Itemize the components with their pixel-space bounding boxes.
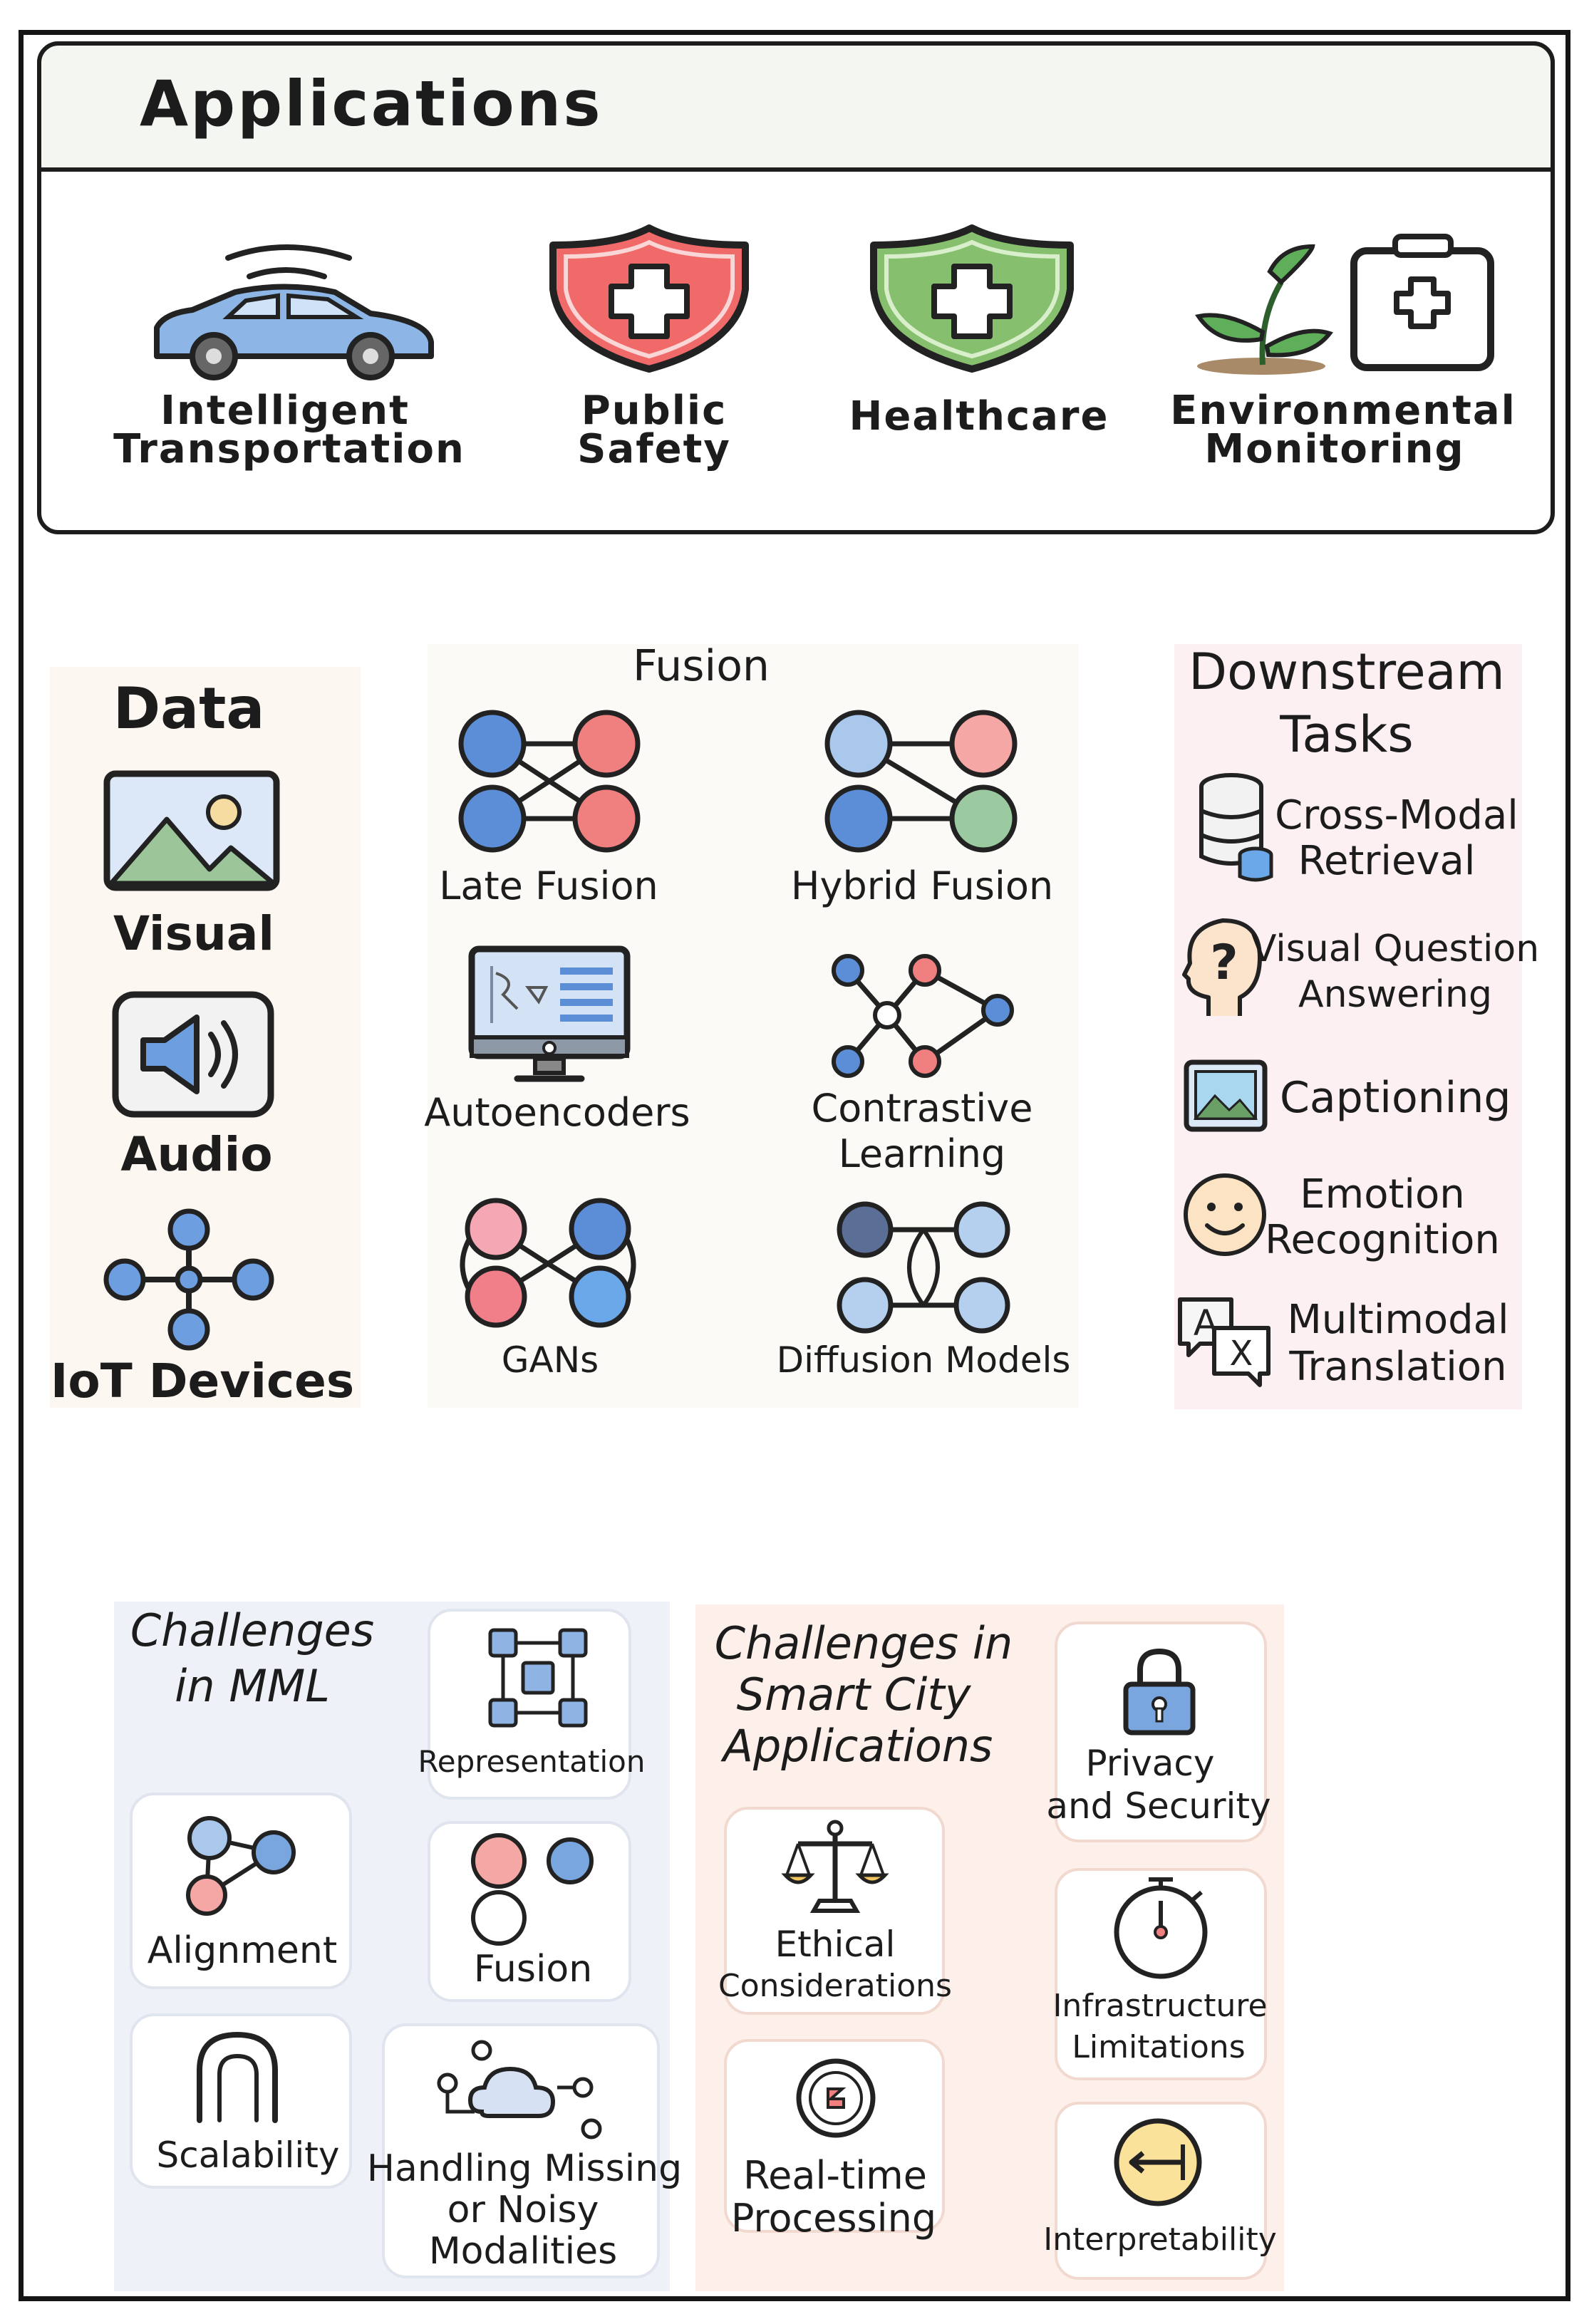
city-label-privacy-line2: and Security — [1046, 1785, 1271, 1827]
alignment-icon — [186, 1816, 296, 1916]
green-shield-cross-icon — [870, 224, 1074, 373]
city-label-ethical-line2: Considerations — [718, 1968, 952, 2004]
fusion-label-late-fusion: Late Fusion — [439, 863, 658, 908]
data-label-iot-devices: IoT Devices — [50, 1354, 355, 1409]
car-icon — [154, 244, 434, 380]
app-label-environmental-line1: Environmental — [1170, 388, 1516, 434]
clock-processing-icon — [796, 2058, 876, 2138]
padlock-icon — [1123, 1648, 1196, 1736]
task-label-vqa-line1: Visual Question — [1251, 928, 1540, 970]
task-label-emotion-line1: Emotion — [1300, 1171, 1465, 1218]
mml-title-line1: Challenges — [130, 1604, 375, 1656]
picture-icon — [1184, 1059, 1268, 1132]
fusion-title: Fusion — [633, 641, 770, 691]
city-label-ethical-line1: Ethical — [775, 1924, 896, 1965]
mml-label-alignment: Alignment — [147, 1929, 338, 1972]
dial-arrow-icon — [1114, 2118, 1202, 2206]
app-label-public-safety-line1: Public — [581, 388, 728, 434]
red-shield-cross-icon — [549, 224, 749, 373]
fusion-label-autoencoders: Autoencoders — [424, 1090, 690, 1135]
city-label-privacy-line1: Privacy — [1085, 1743, 1215, 1784]
city-label-infrastructure-line1: Infrastructure — [1052, 1988, 1268, 2024]
image-icon — [103, 770, 280, 891]
task-label-cross-modal-line1: Cross-Modal — [1275, 792, 1518, 839]
city-label-realtime-line1: Real-time — [743, 2153, 927, 2198]
mml-card-fusion — [428, 1821, 631, 2002]
fusion-label-gans: GANs — [501, 1339, 599, 1381]
city-title-line1: Challenges in — [714, 1617, 1013, 1669]
representation-icon — [488, 1628, 588, 1728]
contrastive-learning-icon — [832, 954, 1014, 1078]
mml-card-representation — [428, 1609, 631, 1800]
task-label-translation-line1: Multimodal — [1287, 1297, 1509, 1343]
gans-icon — [460, 1198, 636, 1328]
data-label-audio: Audio — [120, 1127, 273, 1182]
mml-card-alignment — [130, 1793, 352, 1989]
plant-and-medical-kit-icon — [1195, 234, 1494, 375]
svg-text:?: ? — [1210, 935, 1238, 991]
timer-icon — [1114, 1877, 1208, 1979]
applications-header — [37, 41, 1555, 172]
city-label-infrastructure-line2: Limitations — [1072, 2029, 1246, 2065]
mml-card-scalability — [130, 2013, 352, 2189]
fusion-label-hybrid-fusion: Hybrid Fusion — [790, 863, 1054, 908]
hybrid-fusion-icon — [824, 710, 1018, 853]
city-title-line2: Smart City — [736, 1669, 971, 1721]
downstream-title-line2: Tasks — [1280, 705, 1414, 764]
late-fusion-icon — [458, 710, 641, 853]
mml-label-fusion: Fusion — [473, 1948, 593, 1991]
fusion-circles-icon — [471, 1833, 594, 1946]
fusion-label-diffusion-models: Diffusion Models — [776, 1339, 1071, 1381]
outer-frame — [19, 30, 1570, 2301]
mml-label-missing-line1: Handling Missing — [366, 2147, 683, 2190]
app-label-healthcare: Healthcare — [849, 393, 1109, 440]
downstream-panel — [1174, 644, 1522, 1409]
city-label-interpretability: Interpretability — [1043, 2221, 1277, 2258]
task-label-emotion-line2: Recognition — [1265, 1217, 1500, 1263]
task-label-captioning: Captioning — [1280, 1073, 1511, 1123]
scalability-icon — [197, 2031, 278, 2123]
autoencoders-monitor-icon — [468, 945, 631, 1082]
speaker-icon — [112, 991, 274, 1118]
fusion-label-contrastive-line1: Contrastive — [811, 1086, 1033, 1131]
diffusion-models-icon — [837, 1201, 1010, 1334]
translate-icon: A X — [1178, 1297, 1270, 1387]
balance-scale-icon — [781, 1820, 889, 1913]
svg-text:X: X — [1230, 1334, 1253, 1374]
question-head-icon: ? — [1182, 918, 1262, 1016]
mml-label-missing-line2: or Noisy — [447, 2189, 599, 2231]
app-label-transportation-line2: Transportation — [113, 426, 465, 472]
downstream-title-line1: Downstream — [1189, 643, 1505, 701]
app-label-environmental-line2: Monitoring — [1204, 426, 1465, 472]
task-label-vqa-line2: Answering — [1298, 973, 1492, 1016]
app-label-transportation-line1: Intelligent — [160, 388, 410, 434]
city-title-line3: Applications — [723, 1720, 993, 1772]
task-label-cross-modal-line2: Retrieval — [1298, 838, 1476, 884]
mml-label-scalability: Scalability — [156, 2134, 340, 2176]
mml-label-representation: Representation — [418, 1744, 646, 1779]
mml-label-missing-line3: Modalities — [428, 2230, 618, 2273]
mml-title-line2: in MML — [175, 1660, 330, 1712]
fusion-label-contrastive-line2: Learning — [838, 1131, 1006, 1176]
data-label-visual: Visual — [113, 906, 274, 961]
network-nodes-icon — [103, 1208, 274, 1351]
app-label-public-safety-line2: Safety — [577, 426, 731, 472]
city-label-realtime-line2: Processing — [730, 2196, 937, 2241]
database-icon — [1199, 773, 1273, 882]
applications-title: Applications — [140, 67, 603, 140]
task-label-translation-line2: Translation — [1289, 1344, 1507, 1390]
smiley-icon — [1184, 1173, 1266, 1256]
mml-card-missing-modalities — [382, 2023, 660, 2278]
data-title: Data — [113, 675, 265, 742]
cloud-nodes-icon — [437, 2040, 602, 2139]
